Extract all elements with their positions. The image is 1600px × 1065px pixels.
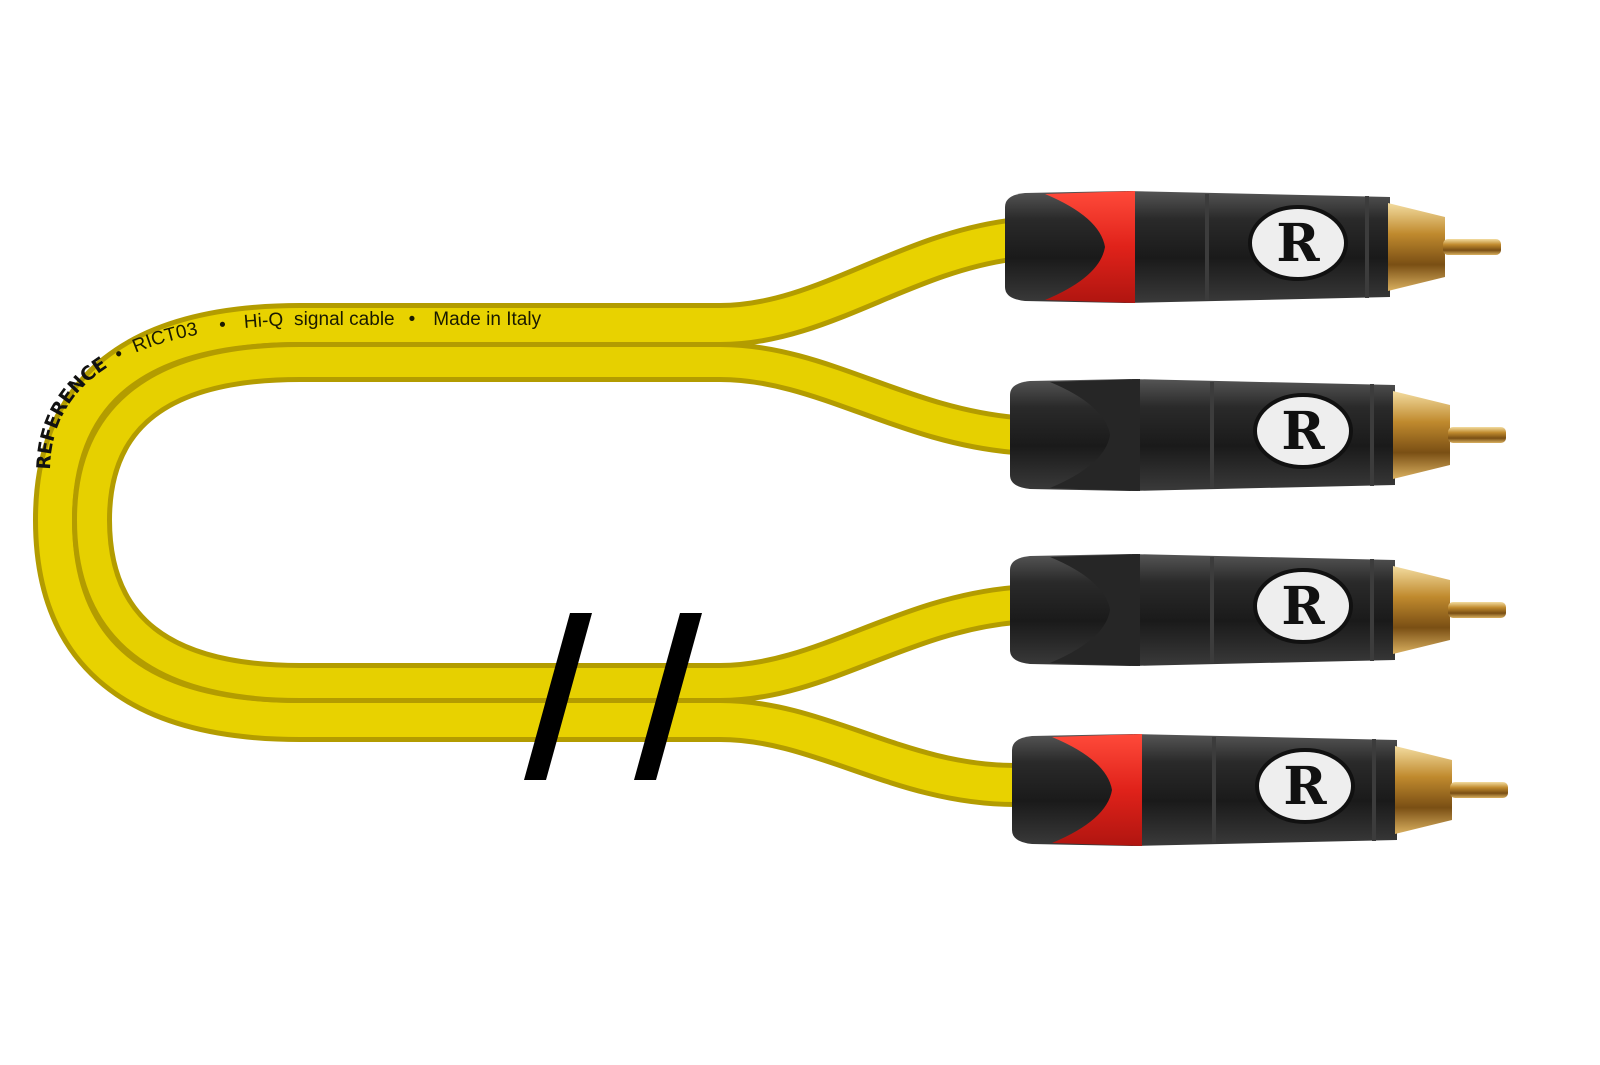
logo-letter: R bbox=[1281, 576, 1325, 637]
rca-connector-red-top: R bbox=[1005, 191, 1501, 303]
break-mark-left bbox=[524, 613, 592, 780]
logo-badge bbox=[1255, 748, 1355, 824]
separator-3: • bbox=[409, 309, 416, 330]
cable-outer bbox=[32, 218, 1016, 807]
cable-inner bbox=[71, 342, 1017, 703]
cable-origin: Made in Italy bbox=[433, 309, 541, 330]
separator-2: • bbox=[218, 314, 227, 336]
logo-badge bbox=[1248, 205, 1348, 281]
red-boot bbox=[1052, 734, 1142, 846]
rca-connector-black-2: R bbox=[1010, 554, 1506, 666]
logo-letter: R bbox=[1276, 213, 1320, 274]
logo-letter: R bbox=[1281, 401, 1325, 462]
logo-badge bbox=[1253, 393, 1353, 469]
logo-badge bbox=[1253, 568, 1353, 644]
logo-letter: R bbox=[1283, 756, 1327, 817]
rca-connector-black-1: R bbox=[1010, 379, 1506, 491]
red-boot bbox=[1045, 191, 1135, 303]
break-mark-right bbox=[634, 613, 702, 780]
rca-connector-red-bottom: R bbox=[1012, 734, 1508, 846]
cable-description: Hi-Q signal cable bbox=[243, 309, 395, 333]
